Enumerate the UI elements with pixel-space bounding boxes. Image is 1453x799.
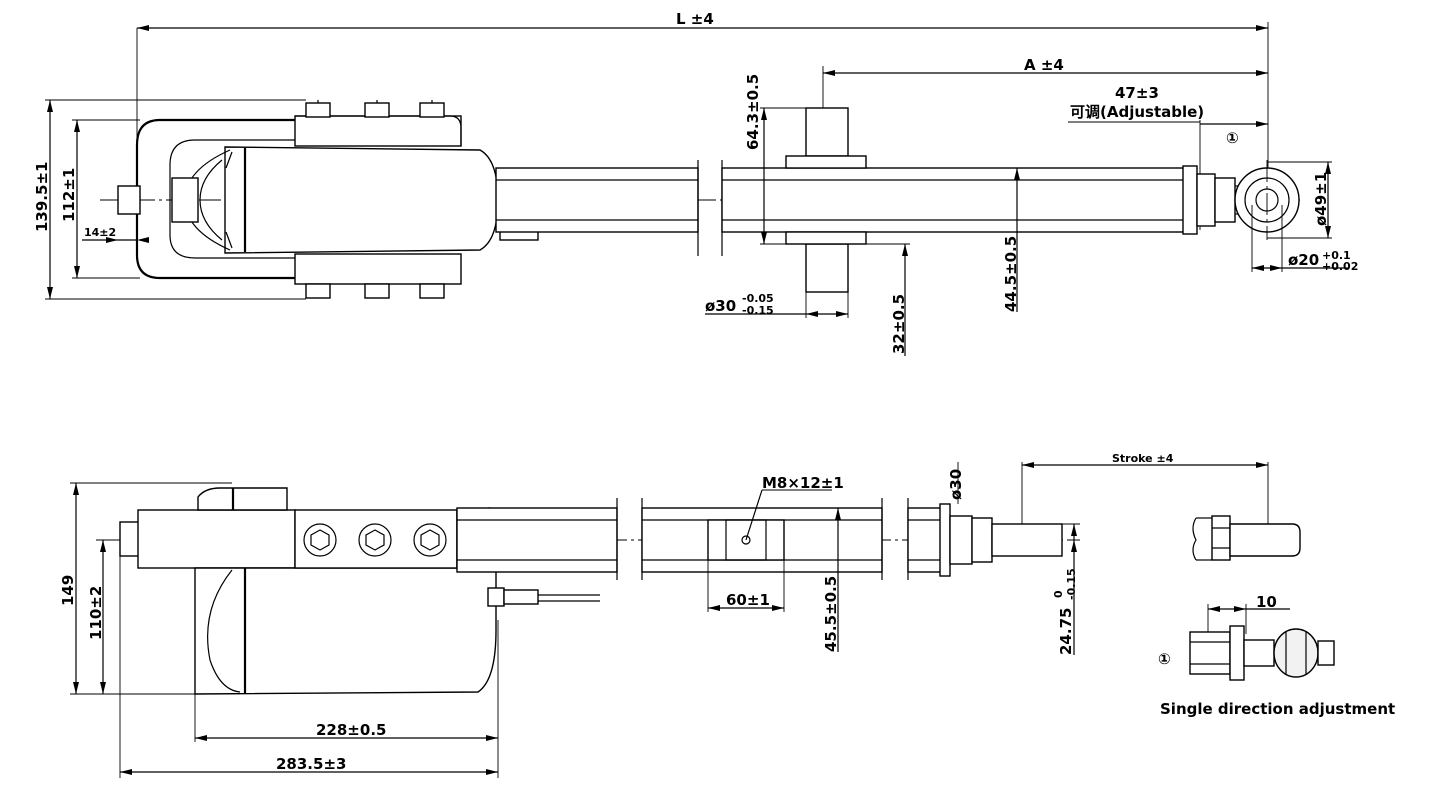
trunnion-width-label: 32±0.5 [890,294,908,354]
bolt-row-bottom [305,283,445,299]
body-length-label: 283.5±3 [276,755,346,773]
bolt-row-top [305,100,445,118]
tip-offset-label: 24.75 [1057,608,1075,655]
trunnion-dia-tol-lower: -0.15 [742,304,774,317]
trunnion-height-label: 64.3±0.5 [744,74,762,150]
top-view: L ±4 A ±4 47±3 可调(Adjustable) ① [33,10,1358,356]
tip-tol-lower: -0.15 [1065,568,1078,600]
height-outer-label: 139.5±1 [33,162,51,232]
gap-label: 10 [1256,593,1277,611]
callout-marker-1: ① [1226,129,1239,147]
stroke-label: Stroke ±4 [1112,452,1174,465]
trunnion-dia-label: ø30 [705,297,736,315]
eye-outer-dia-label: ø49±1 [1312,172,1330,226]
tip-tol-upper: 0 [1052,590,1065,598]
adjust-label: 可调(Adjustable) [1070,103,1204,121]
rod-dia-label: ø30 [947,469,965,500]
thread-callout-label: M8×12±1 [762,474,844,492]
adjustment-detail: 10 ① Single direction adjustment [1158,515,1395,718]
height-mount-label: 110±2 [87,586,105,640]
height-total-label: 149 [59,575,77,606]
eye-bore-label: ø20 [1288,251,1319,269]
hex-bolts [303,523,447,557]
slot-width-label: 60±1 [726,591,770,609]
adjust-value-label: 47±3 [1115,84,1159,102]
slot-offset-label: 45.5±0.5 [822,576,840,652]
eye-bore-tol-upper: +0.1 [1322,249,1351,262]
motor-length-label: 228±0.5 [316,721,386,739]
trunnion-offset-label: 44.5±0.5 [1002,236,1020,312]
side-view: 149 110±2 [59,452,1269,778]
height-inner-label: 112±1 [60,168,78,222]
dim-a-label: A ±4 [1024,56,1064,74]
pin-offset-label: 14±2 [84,226,116,239]
eye-bore-tol-lower: +0.02 [1322,260,1358,273]
detail-callout-marker: ① [1158,650,1171,668]
detail-caption: Single direction adjustment [1160,700,1395,718]
trunnion-dia-tol-upper: -0.05 [742,292,774,305]
overall-length-label: L ±4 [676,10,714,28]
